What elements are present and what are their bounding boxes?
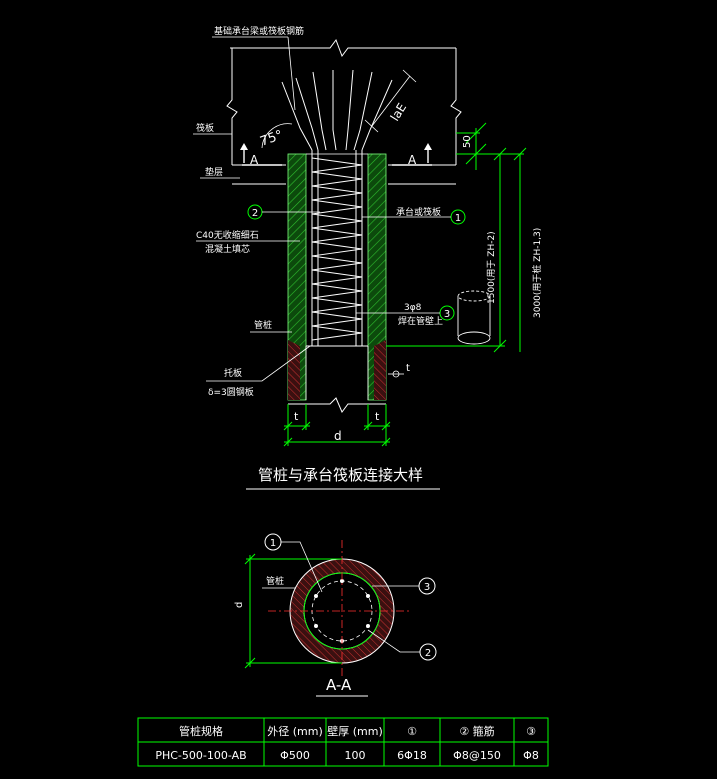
concrete-label-2: 混凝土填芯 — [205, 243, 250, 255]
section-title: A-A — [326, 676, 352, 694]
dim-t-right: t — [375, 410, 380, 423]
slab-label: 筏板 — [196, 122, 214, 134]
pile-bottom-cut-right — [374, 340, 386, 400]
callout-3-number: 3 — [444, 309, 450, 320]
stirrup-spiral — [311, 157, 363, 341]
weld-t-label: t — [406, 363, 410, 374]
pile-bottom-break-line — [288, 397, 386, 413]
rebar3-label-2: 焊在管壁上 — [398, 315, 443, 327]
slab-top-break-line — [230, 38, 456, 58]
section-callout-3-number: 3 — [424, 582, 430, 593]
slab-left-edge — [226, 48, 238, 165]
tuoban-label-2: δ=3圆钢板 — [208, 386, 254, 398]
callout-1-number: 1 — [455, 213, 461, 224]
anchor-rebars — [281, 69, 393, 151]
stirrup-sketch — [457, 290, 491, 345]
table-cell-wall: 100 — [345, 749, 366, 762]
section-callout-1-number: 1 — [270, 538, 276, 549]
section-pipe-label: 管桩 — [266, 575, 284, 587]
lae-tick-bottom — [364, 119, 379, 133]
lae-label: laE — [388, 101, 410, 124]
dim-50: 50 — [462, 135, 473, 148]
top-rebar-label: 基础承台梁或筏板钢筋 — [214, 25, 304, 37]
table-cell-spec: PHC-500-100-AB — [155, 749, 246, 762]
table-header-2: ② 箍筋 — [459, 724, 494, 738]
angle-arc — [261, 123, 293, 149]
slab-right-edge — [450, 48, 462, 165]
section-d-label: d — [234, 602, 245, 608]
elevation-view: 基础承台梁或筏板钢筋 75° laE — [193, 25, 543, 490]
angle-label: 75° — [258, 128, 285, 150]
section-mark-right: A — [408, 153, 417, 167]
dim-3000: 3000(用于桩 ZH-1,3) — [531, 228, 543, 318]
spec-table: 管桩规格 外径 (mm) 壁厚 (mm) ① ② 箍筋 ③ PHC-500-10… — [137, 717, 549, 767]
section-mark-left: A — [250, 153, 259, 167]
top-label-leader — [287, 36, 296, 111]
table-cell-2: Φ8@150 — [453, 749, 501, 762]
section-d-dimension — [244, 553, 342, 669]
section-a-right-arrowhead — [424, 143, 432, 150]
callout-2-number: 2 — [252, 208, 258, 219]
tuoban-leader — [206, 345, 311, 382]
section-a-left-arrowhead — [240, 143, 248, 150]
lae-tick-top — [402, 69, 417, 83]
section-callout-2-number: 2 — [425, 648, 431, 659]
table-cell-3: Φ8 — [523, 749, 539, 762]
tuoban-label-1: 托板 — [224, 367, 242, 379]
cushion-label: 垫层 — [205, 166, 223, 178]
horizontal-dimensions — [283, 404, 391, 447]
table-header-outer-diameter: 外径 (mm) — [267, 725, 323, 738]
section-callout-2-leader — [367, 629, 420, 653]
rebar1-label: 承台或筏板 — [396, 206, 441, 218]
table-header-wall: 壁厚 (mm) — [327, 724, 383, 738]
table-column-dividers — [263, 718, 515, 766]
dim-d: d — [334, 429, 342, 443]
pile-bottom-cut-left — [288, 340, 300, 400]
table-header-spec: 管桩规格 — [179, 724, 223, 738]
table-header-1: ① — [407, 725, 417, 738]
vertical-dimensions — [386, 122, 527, 353]
concrete-label-1: C40无收缩细石 — [196, 229, 259, 241]
rebar3-label-1: 3φ8 — [404, 303, 422, 313]
dim-1500: 1500(用于 ZH-2) — [486, 231, 497, 304]
section-view-aa: 管桩 d 1 3 2 A-A — [234, 533, 437, 697]
detail-title: 管桩与承台筏板连接大样 — [258, 466, 423, 484]
table-cell-1: 6Φ18 — [397, 749, 427, 762]
pipe-pile-label: 管桩 — [254, 319, 272, 331]
dim-t-left: t — [294, 410, 299, 423]
section-callout-1-leader — [281, 541, 323, 593]
table-header-3: ③ — [526, 725, 536, 738]
lae-dim-line — [371, 75, 411, 127]
table-cell-outer-diameter: Φ500 — [280, 749, 310, 762]
